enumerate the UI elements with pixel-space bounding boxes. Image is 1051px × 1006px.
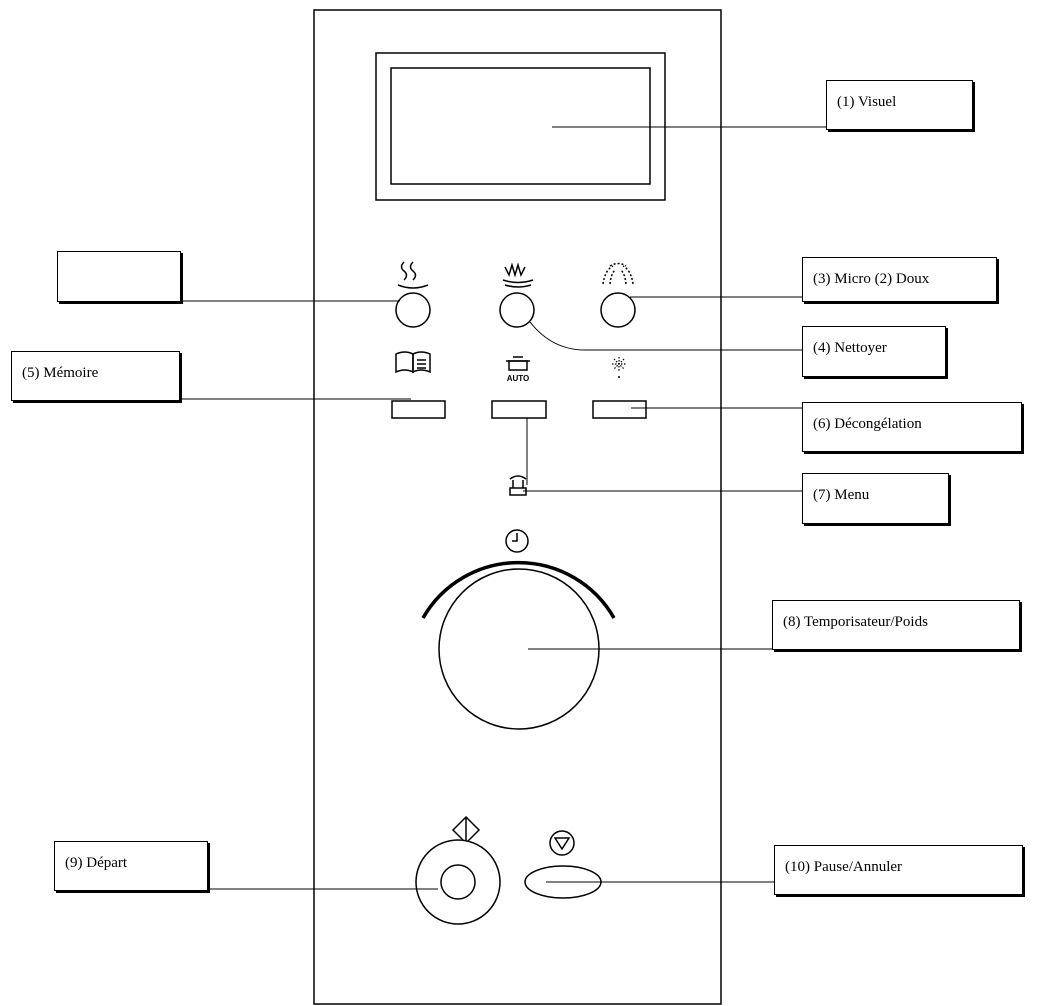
grill-button[interactable]: [499, 292, 535, 328]
leader-nettoyer: [529, 321, 802, 351]
dial-arc: [421, 560, 616, 619]
label-pause-annuler-text: (10) Pause/Annuler: [785, 859, 903, 875]
label-timer-weight: (8) Temporisateur/Poids: [772, 600, 1020, 650]
start-button[interactable]: [415, 839, 501, 925]
label-timer-weight-text: (8) Temporisateur/Poids: [783, 614, 928, 630]
steam-icon: [397, 261, 429, 289]
label-micro-doux-text: (3) Micro (2) Doux: [813, 271, 930, 287]
label-micro-doux: (3) Micro (2) Doux: [802, 257, 997, 302]
clock-icon: [505, 529, 529, 553]
label-display: (1) Visuel: [826, 80, 973, 130]
auto-pot-icon: [506, 356, 530, 371]
label-decongelation-text: (6) Décongélation: [813, 416, 922, 432]
stop-triangle-icon: [549, 830, 575, 856]
leader-lines: [180, 126, 826, 890]
start-button-inner: [440, 864, 476, 900]
scale-icon: [509, 475, 527, 496]
book-icon: [395, 351, 431, 374]
label-unlabeled: [57, 251, 181, 302]
micro-icon: [602, 262, 634, 285]
label-nettoyer: (4) Nettoyer: [802, 326, 946, 377]
defrost-button[interactable]: [592, 400, 647, 419]
start-diamond-icon: [451, 815, 481, 845]
control-panel: [313, 9, 722, 1005]
memory-button[interactable]: [391, 400, 446, 419]
label-menu: (7) Menu: [802, 473, 949, 524]
auto-button[interactable]: [491, 400, 547, 419]
micro-button[interactable]: [600, 292, 636, 328]
label-pause-annuler: (10) Pause/Annuler: [774, 845, 1023, 895]
label-memoire: (5) Mémoire: [11, 351, 180, 401]
label-depart-text: (9) Départ: [65, 855, 128, 871]
grill-icon: [502, 262, 534, 288]
label-display-text: (1) Visuel: [837, 94, 897, 110]
auto-label: AUTO: [507, 374, 530, 383]
defrost-icon: [612, 357, 626, 378]
label-memoire-text: (5) Mémoire: [22, 365, 99, 381]
label-nettoyer-text: (4) Nettoyer: [813, 340, 887, 356]
label-menu-text: (7) Menu: [813, 487, 870, 503]
steam-button[interactable]: [395, 292, 431, 328]
label-decongelation: (6) Décongélation: [802, 402, 1022, 452]
label-depart: (9) Départ: [54, 841, 208, 891]
display-screen[interactable]: [390, 67, 651, 185]
